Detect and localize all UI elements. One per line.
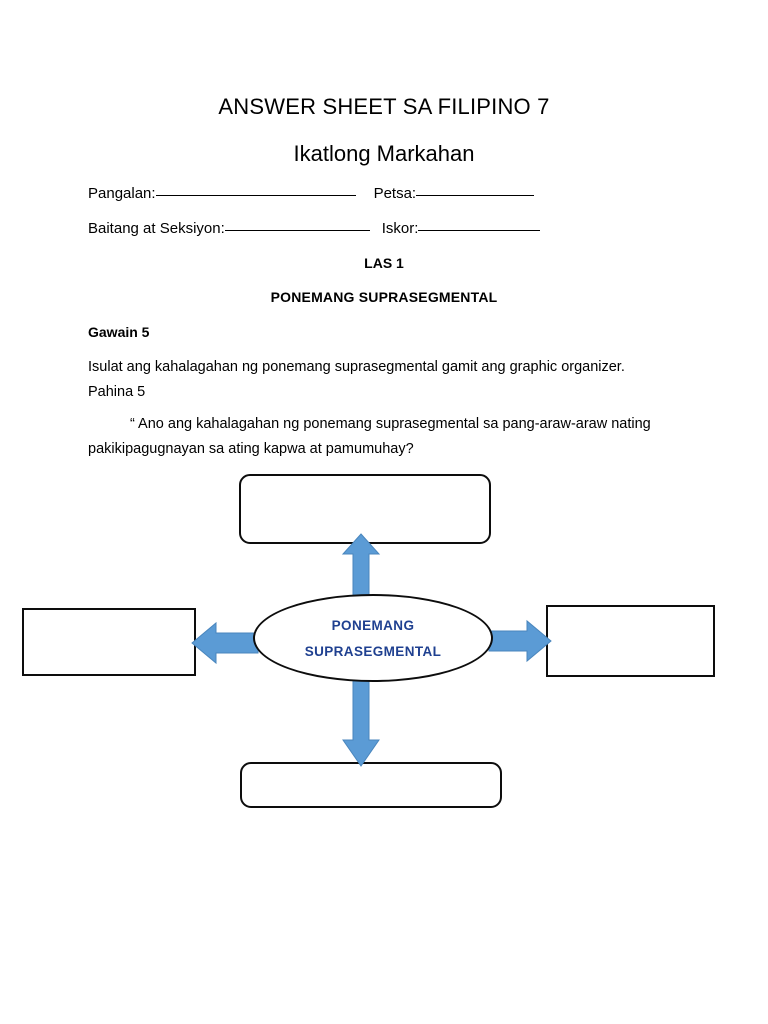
arrow-left-icon [191, 621, 259, 665]
document-title: ANSWER SHEET SA FILIPINO 7 [218, 94, 550, 119]
activity-instruction: Isulat ang kahalagahan ng ponemang supra… [88, 359, 625, 400]
date-field-input[interactable] [416, 182, 535, 196]
arrow-right-icon [488, 619, 552, 663]
score-field-label: Iskor: [381, 220, 419, 237]
organizer-box-top[interactable] [239, 474, 491, 544]
name-field-input[interactable] [155, 182, 356, 196]
graphic-organizer: PONEMANG SUPRASEGMENTAL [0, 460, 768, 830]
topic-heading: PONEMANG SUPRASEGMENTAL [270, 289, 498, 305]
organizer-box-left[interactable] [22, 608, 196, 676]
organizer-center-node: PONEMANG SUPRASEGMENTAL [253, 594, 493, 682]
form-row-name-date: Pangalan: Petsa: [88, 182, 535, 204]
section-field-input[interactable] [224, 217, 370, 231]
arrow-up-icon [341, 533, 381, 599]
las-heading: LAS 1 [364, 255, 404, 271]
center-node-line-2: SUPRASEGMENTAL [304, 643, 442, 659]
form-row-section-score: Baitang at Seksiyon: Iskor: [88, 217, 541, 239]
document-subtitle: Ikatlong Markahan [293, 141, 475, 166]
organizer-box-bottom[interactable] [240, 762, 502, 808]
activity-title: Gawain 5 [88, 324, 150, 340]
arrow-down-icon [342, 677, 380, 767]
score-field-input[interactable] [418, 217, 541, 231]
activity-question: “ Ano ang kahalagahan ng ponemang supras… [88, 416, 651, 457]
organizer-box-right[interactable] [546, 605, 715, 677]
date-field-label: Petsa: [373, 185, 417, 202]
section-field-label: Baitang at Seksiyon: [88, 220, 225, 237]
center-node-line-1: PONEMANG [331, 617, 415, 633]
name-field-label: Pangalan: [88, 185, 156, 202]
